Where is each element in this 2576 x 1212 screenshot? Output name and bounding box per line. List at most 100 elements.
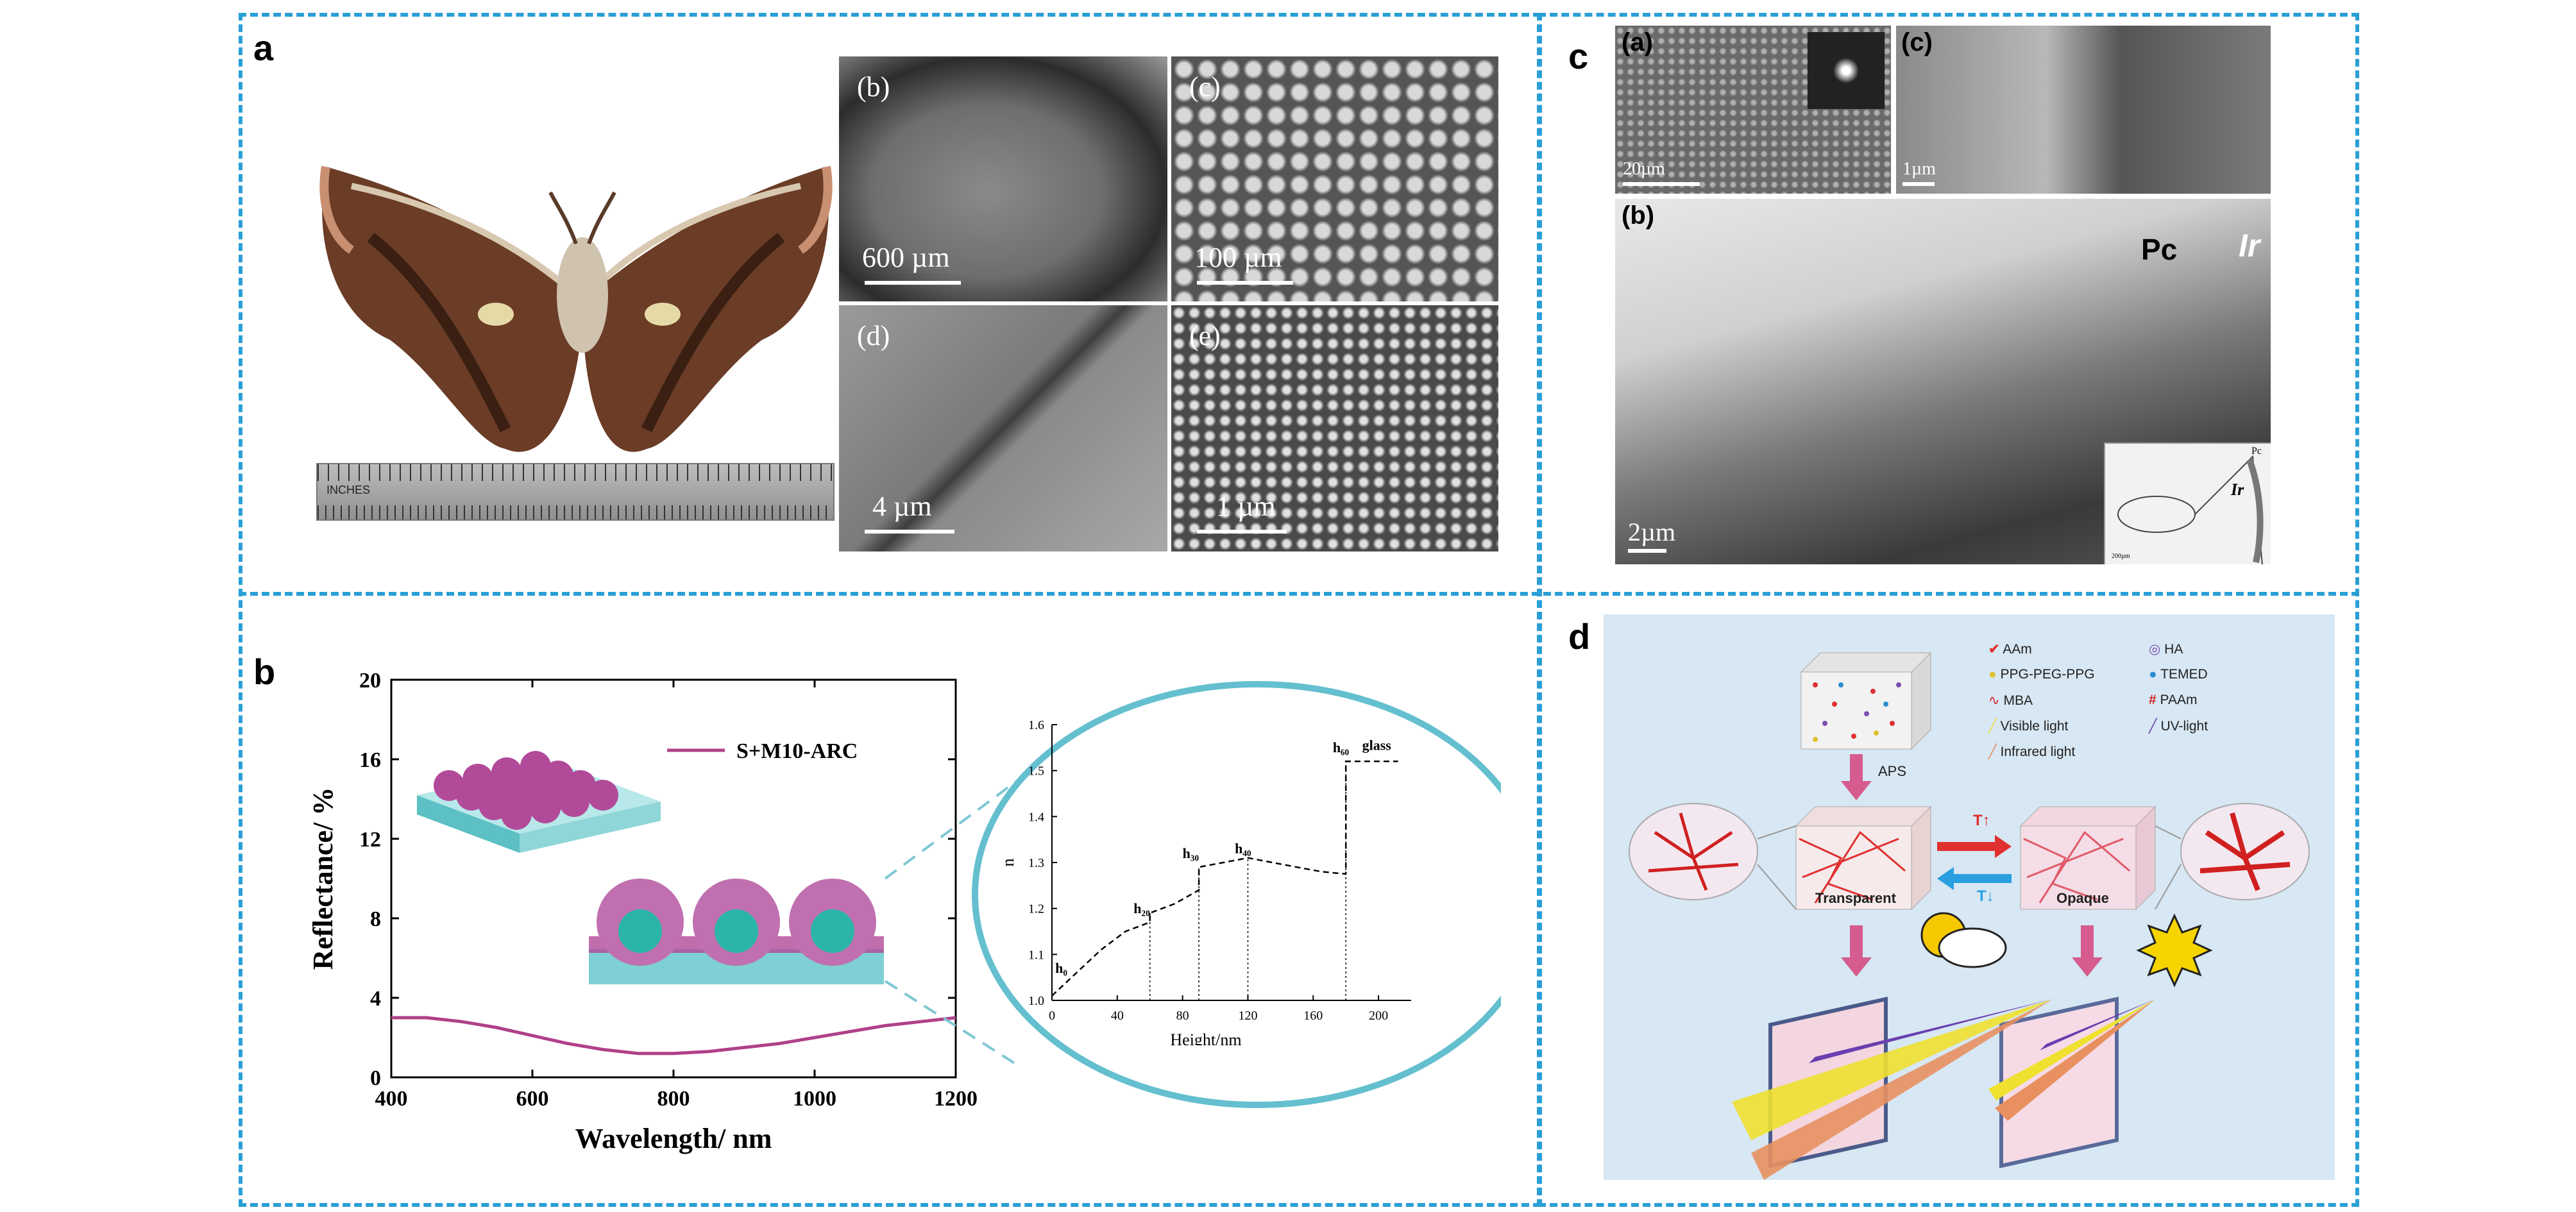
sem-label-e: (e) [1189, 320, 1221, 351]
x-axis-label: Height/nm [1170, 1031, 1241, 1045]
y-tick-label: 16 [359, 748, 381, 772]
index-profile-line [1051, 761, 1398, 997]
profile-annotation: h₂₀ [1133, 900, 1150, 916]
sem-image-b: (b) 600 µm [839, 56, 1167, 301]
scale-label-b: 600 µm [862, 242, 950, 273]
sem-label-c: (c) [1189, 71, 1221, 103]
x-tick-label: 200 [1369, 1009, 1388, 1023]
sem-label-b: (b) [857, 71, 890, 103]
y-tick-label: 1.3 [1028, 856, 1044, 870]
x-tick-label: 600 [516, 1087, 549, 1111]
scale-bar-b [865, 281, 961, 285]
scale-label-ca: 20µm [1623, 159, 1665, 179]
panel-label-d: d [1568, 616, 1591, 657]
scale-label-cb: 2µm [1628, 518, 1676, 546]
divider-horizontal [239, 592, 2359, 596]
legend-label: S+M10-ARC [736, 739, 858, 763]
label-transparent: Transparent [1815, 890, 1896, 906]
panel-d-background [1604, 614, 2335, 1180]
legend-ha: ◎ HA [2149, 642, 2183, 657]
tag-ir: Ir [2239, 228, 2260, 264]
sun-icon [2136, 913, 2213, 988]
panel-label-c: c [1568, 36, 1589, 76]
arc-schematic-cross-section [589, 879, 884, 984]
scale-bar-e [1197, 530, 1287, 534]
legend-mba: ∿ MBA [1988, 693, 2033, 708]
panel-label-a: a [253, 28, 274, 68]
cloud-sun-icon [1920, 912, 2007, 968]
sem-image-e: (e) 1 µm [1171, 305, 1498, 551]
scale-bar-ca [1623, 182, 1700, 186]
y-tick-label: 20 [359, 669, 381, 693]
ruler-text: INCHES [326, 484, 371, 496]
scale-label-cc: 1µm [1902, 159, 1936, 179]
x-tick-label: 160 [1303, 1009, 1323, 1023]
legend-ir: ╱ Infrared light [1988, 745, 2076, 759]
scale-label-d: 4 µm [872, 491, 932, 522]
moth-photo [319, 165, 833, 452]
legend-uv: ╱ UV-light [2149, 719, 2208, 734]
sub-label-c: (c) [1901, 28, 1933, 56]
label-aps: APS [1878, 763, 1907, 779]
profile-annotation: h₃₀ [1183, 845, 1199, 861]
scale-bar-d [865, 530, 954, 534]
legend-visible: ╱ Visible light [1988, 719, 2069, 734]
hydrogel-schematic [1629, 652, 2310, 1180]
x-tick-label: 800 [657, 1087, 690, 1111]
sem-label-d: (d) [857, 320, 890, 351]
x-tick-label: 120 [1238, 1009, 1257, 1023]
profile-annotation: glass [1362, 737, 1392, 753]
legend-paam: # PAAm [2149, 693, 2198, 707]
profile-annotation: h₆₀ [1333, 739, 1350, 755]
label-opaque: Opaque [2056, 890, 2109, 906]
scale-bar-c [1197, 281, 1293, 285]
sub-label-b: (b) [1622, 201, 1655, 230]
x-tick-label: 80 [1176, 1009, 1189, 1023]
scale-bar-cb [1628, 549, 1666, 553]
y-tick-label: 4 [370, 987, 381, 1011]
scale-bar-cc [1902, 182, 1935, 186]
y-tick-label: 1.0 [1028, 994, 1044, 1008]
y-tick-label: 1.2 [1028, 902, 1044, 916]
y-tick-label: 1.6 [1028, 718, 1044, 732]
larva-inset: Pc Ir 200µm [2104, 442, 2271, 564]
zoom-callout [884, 681, 1501, 1108]
y-tick-label: 1.1 [1028, 948, 1044, 962]
sem-image-d: (d) 4 µm [839, 305, 1167, 551]
panel-c-frame [1538, 13, 2359, 1207]
inset-tag-ir: Ir [2230, 480, 2244, 499]
x-tick-label: 40 [1111, 1009, 1124, 1023]
scale-label-c: 100 µm [1194, 242, 1282, 273]
fft-inset [1808, 32, 1885, 109]
x-axis-label: Wavelength/ nm [575, 1123, 772, 1154]
label-t-down: T↓ [1977, 888, 1994, 905]
inset-tag-pc: Pc [2251, 446, 2262, 457]
profile-annotation: h₀ [1055, 960, 1067, 976]
inset-scale: 200µm [2112, 553, 2130, 560]
x-tick-label: 1200 [934, 1087, 978, 1111]
y-axis-label: n [1001, 859, 1017, 867]
profile-annotation: h₄₀ [1235, 841, 1251, 857]
y-tick-label: 12 [359, 828, 381, 852]
label-t-up: T↑ [1973, 812, 1990, 829]
panel-label-b: b [253, 652, 276, 692]
legend-temed: ● TEMED [2149, 667, 2208, 682]
x-tick-label: 0 [1049, 1009, 1055, 1023]
y-axis-label: Reflectance/ % [307, 787, 339, 970]
x-tick-label: 400 [375, 1087, 408, 1111]
tag-pc: Pc [2141, 233, 2178, 266]
y-tick-label: 1.5 [1028, 764, 1044, 779]
sem-c-b: (b) Pc Ir Pc Ir 200µm 2µm [1615, 199, 2271, 564]
y-tick-label: 8 [370, 907, 381, 931]
y-tick-label: 0 [370, 1066, 381, 1090]
sem-c-c: (c) 1µm [1896, 26, 2271, 194]
legend-aam: ✔ AAm [1988, 642, 2032, 657]
ruler: INCHES [316, 463, 835, 521]
arc-schematic-3d [417, 751, 661, 853]
x-tick-label: 1000 [793, 1087, 836, 1111]
panel-d-legend: ✔ AAm ◎ HA ● PPG-PEG-PPG ● TEMED ∿ MBA #… [1982, 641, 2316, 795]
legend-ppg: ● PPG-PEG-PPG [1988, 667, 2095, 682]
